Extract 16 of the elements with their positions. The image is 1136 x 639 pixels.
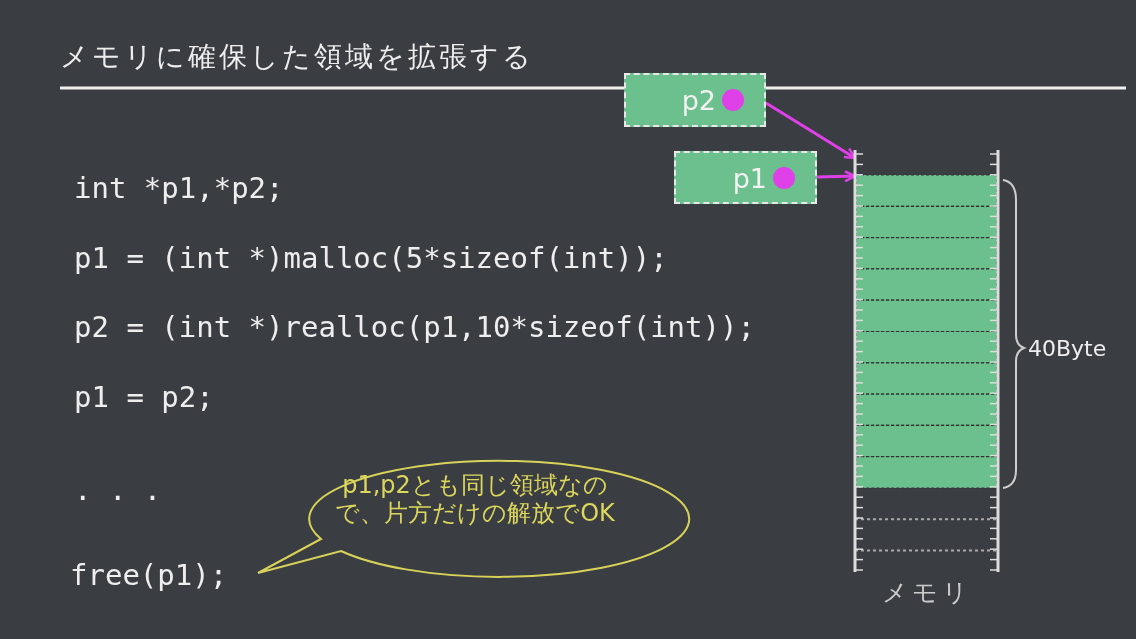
code-line: int *p1,*p2; <box>74 170 284 206</box>
pointer-box <box>624 73 766 127</box>
memory-heading: メモリ <box>880 577 973 609</box>
pointer-arrow <box>816 170 857 183</box>
variable-name: p2 <box>681 84 716 116</box>
size-label: 40Byte <box>1028 336 1107 361</box>
pointer-arrow <box>765 101 857 160</box>
bubble-text: p1,p2とも同じ領域なので、片方だけの解放でOK <box>334 471 616 527</box>
code-line: p2 = (int *)realloc(p1,10*sizeof(int)); <box>74 309 755 345</box>
code-line: free(p1); <box>70 557 228 593</box>
variable-name: p1 <box>732 162 767 193</box>
pointer-box <box>674 151 817 204</box>
code-line: p1 = (int *)malloc(5*sizeof(int)); <box>74 240 668 276</box>
slide-title: メモリに確保した領域を拡張する <box>60 39 534 75</box>
code-line: p1 = p2; <box>74 379 214 415</box>
code-line: . . . <box>74 472 162 508</box>
